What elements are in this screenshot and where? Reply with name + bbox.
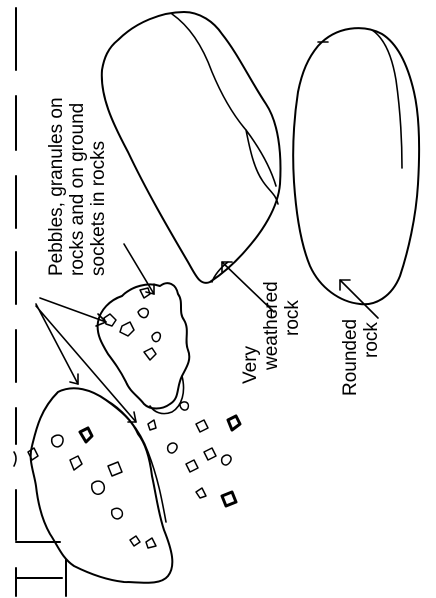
pebbles-label: Pebbles, granules on rocks and on ground…: [46, 92, 109, 276]
pebbled-rock-lower: [28, 388, 172, 582]
arrow-to-ground-pebbles: [36, 306, 136, 422]
rounded-rock-label: Rounded rock: [340, 314, 382, 396]
arrow-to-rounded-rock: [340, 280, 378, 318]
arrow-to-middle-rock: [40, 298, 106, 322]
rounded-rock: [293, 28, 419, 304]
very-weathered-label: Very weathered rock: [240, 276, 303, 384]
arrow-to-lower-rock: [36, 304, 78, 384]
ground-pebbles: [148, 402, 240, 506]
very-weathered-rock: [102, 12, 281, 283]
